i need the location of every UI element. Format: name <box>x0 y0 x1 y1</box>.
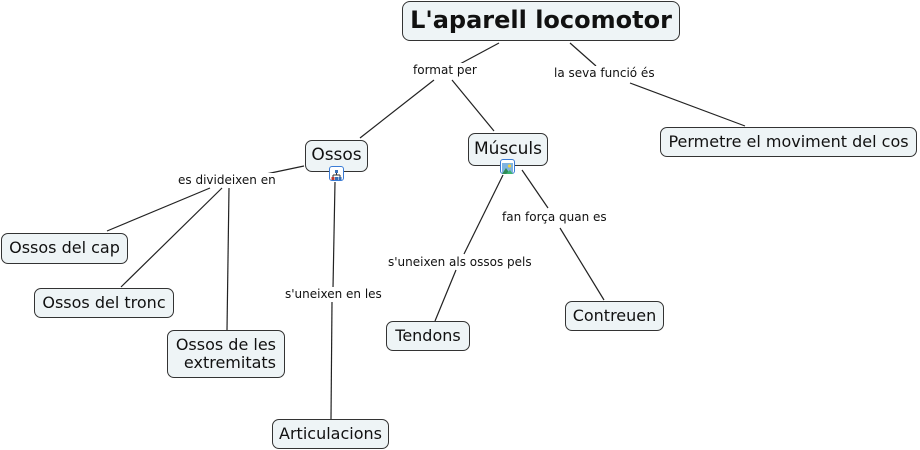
node-ossos-cap-label: Ossos del cap <box>9 238 120 258</box>
line-ossos-divideixen <box>265 165 305 175</box>
line-musculs-tendons-bottom <box>434 269 457 322</box>
link-label-suneixen-als-ossos: s'uneixen als ossos pels <box>386 255 534 269</box>
node-ossos-tronc[interactable]: Ossos del tronc <box>34 288 174 318</box>
line-ossos-articulacions-bottom <box>330 301 333 420</box>
line-divideixen-tronc <box>120 187 223 288</box>
node-ossos-label: Ossos <box>311 145 362 166</box>
line-root-funcio <box>569 42 597 67</box>
link-label-fan-forca: fan força quan es <box>500 210 609 224</box>
node-musculs-label: Músculs <box>474 138 542 159</box>
node-ossos-extremitats-label: Ossos de les extremitats <box>175 334 276 372</box>
line-ossos-articulacions-top <box>332 181 336 289</box>
image-icon[interactable] <box>500 159 515 174</box>
node-permetre-label: Permetre el moviment del cos <box>668 131 909 151</box>
link-label-la-seva-funcio: la seva funció és <box>552 66 657 80</box>
node-ossos-cap[interactable]: Ossos del cap <box>1 233 128 264</box>
line-divideixen-extremitats <box>226 187 230 331</box>
node-articulacions-label: Articulacions <box>279 423 382 443</box>
root-label: L'aparell locomotor <box>410 6 672 35</box>
root-node[interactable]: L'aparell locomotor <box>402 1 680 41</box>
submap-icon[interactable] <box>329 166 344 181</box>
line-format-ossos <box>359 79 435 139</box>
line-root-format <box>457 42 500 66</box>
line-format-musculs <box>451 79 495 132</box>
link-label-suneixen-en-les: s'uneixen en les <box>283 287 384 301</box>
line-forca-contreuen <box>559 227 605 301</box>
node-ossos-extremitats[interactable]: Ossos de les extremitats <box>167 330 285 378</box>
line-musculs-forca <box>521 169 549 209</box>
node-permetre[interactable]: Permetre el moviment del cos <box>660 127 917 157</box>
node-contreuen-label: Contreuen <box>572 305 657 325</box>
node-ossos-tronc-label: Ossos del tronc <box>42 292 166 312</box>
line-musculs-tendons-top <box>463 174 504 255</box>
node-contreuen[interactable]: Contreuen <box>565 301 664 331</box>
line-divideixen-cap <box>106 187 211 232</box>
node-tendons[interactable]: Tendons <box>386 321 470 351</box>
node-tendons-label: Tendons <box>395 325 461 345</box>
link-label-es-divideixen: es divideixen en <box>176 173 278 187</box>
line-funcio-permetre <box>629 82 746 127</box>
node-articulacions[interactable]: Articulacions <box>272 419 389 449</box>
link-label-format-per: format per <box>411 63 479 77</box>
